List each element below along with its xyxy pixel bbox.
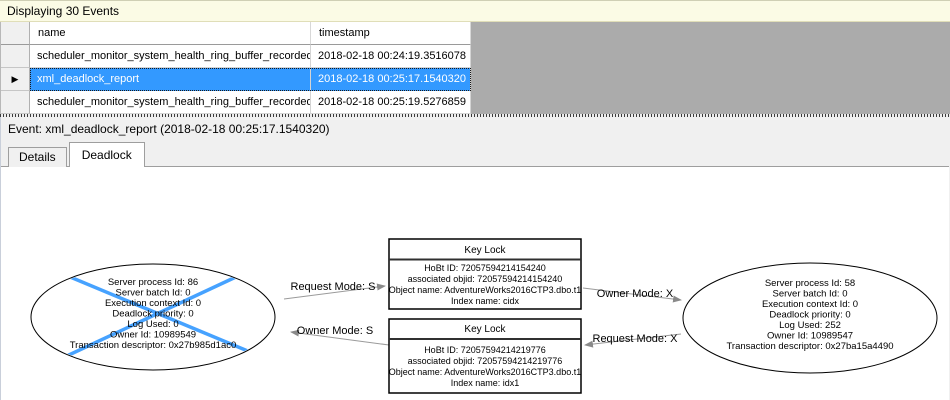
- row-selector-header: [1, 22, 30, 45]
- events-grid: name timestamp scheduler_monitor_system_…: [0, 22, 950, 114]
- events-count-bar: Displaying 30 Events: [0, 0, 950, 22]
- column-header-name[interactable]: name: [30, 22, 311, 45]
- panel-splitter[interactable]: [0, 114, 950, 117]
- edge-label-owner-x: Owner Mode: X: [597, 288, 674, 300]
- cell-timestamp: 2018-02-18 00:25:19.5276859: [311, 91, 471, 114]
- process-line: Execution context Id: 0: [105, 298, 201, 309]
- process-line: Transaction descriptor: 0x27b985d1ac0: [70, 340, 237, 351]
- cell-name: scheduler_monitor_system_health_ring_buf…: [30, 91, 311, 114]
- edge-label-owner-s: Owner Mode: S: [297, 325, 373, 337]
- resource-line: Object name: AdventureWorks2016CTP3.dbo.…: [389, 285, 581, 295]
- resource-line: Index name: cidx: [451, 296, 520, 306]
- column-header-timestamp[interactable]: timestamp: [311, 22, 471, 45]
- process-node-victim[interactable]: Server process Id: 86 Server batch Id: 0…: [30, 263, 276, 371]
- row-selector-cell[interactable]: [1, 45, 30, 68]
- resource-title: Key Lock: [464, 245, 506, 256]
- process-line: Server process Id: 86: [108, 277, 198, 288]
- resource-line: Object name: AdventureWorks2016CTP3.dbo.…: [389, 367, 581, 377]
- resource-line: HoBt ID: 72057594214219776: [424, 345, 546, 355]
- process-line: Execution context Id: 0: [762, 299, 858, 310]
- cell-name: xml_deadlock_report: [30, 68, 311, 91]
- edge-request-x: Request Mode: X: [584, 333, 682, 348]
- selected-event-label: Event: xml_deadlock_report (2018-02-18 0…: [8, 122, 330, 136]
- process-line: Server batch Id: 0: [116, 288, 191, 299]
- process-line: Log Used: 0: [127, 319, 178, 330]
- resource-line: associated objid: 72057594214219776: [408, 356, 563, 366]
- process-line: Server process Id: 58: [765, 278, 855, 289]
- resource-node-keylock-bottom[interactable]: Key Lock HoBt ID: 72057594214219776 asso…: [388, 318, 582, 394]
- resource-line: associated objid: 72057594214154240: [408, 274, 563, 284]
- process-line: Server batch Id: 0: [773, 289, 848, 300]
- cell-timestamp: 2018-02-18 00:25:17.1540320: [311, 68, 471, 91]
- current-row-marker-icon: ▶: [11, 74, 19, 84]
- process-node[interactable]: Server process Id: 58 Server batch Id: 0…: [682, 262, 938, 374]
- edge-owner-x: Owner Mode: X: [582, 287, 682, 303]
- edge-request-s: Request Mode: S: [283, 281, 386, 300]
- resource-line: Index name: idx1: [451, 378, 520, 388]
- deadlock-graph-panel: Request Mode: S Owner Mode: S Owner Mode…: [1, 166, 949, 400]
- table-row[interactable]: scheduler_monitor_system_health_ring_buf…: [1, 45, 471, 68]
- table-row[interactable]: scheduler_monitor_system_health_ring_buf…: [1, 91, 471, 114]
- edge-label-request-s: Request Mode: S: [291, 281, 376, 293]
- row-selector-cell[interactable]: ▶: [1, 68, 30, 91]
- grid-header-row: name timestamp: [1, 22, 471, 45]
- table-row-selected[interactable]: ▶ xml_deadlock_report 2018-02-18 00:25:1…: [1, 68, 471, 91]
- resource-node-keylock-top[interactable]: Key Lock HoBt ID: 72057594214154240 asso…: [388, 238, 582, 310]
- row-selector-cell[interactable]: [1, 91, 30, 114]
- resource-line: HoBt ID: 72057594214154240: [424, 263, 546, 273]
- events-count-label: Displaying 30 Events: [7, 4, 120, 18]
- process-line: Owner Id: 10989547: [767, 331, 853, 342]
- edge-owner-s: Owner Mode: S: [290, 325, 390, 346]
- process-line: Deadlock priority: 0: [112, 309, 193, 320]
- deadlock-graph: Request Mode: S Owner Mode: S Owner Mode…: [30, 238, 938, 394]
- process-line: Deadlock priority: 0: [769, 310, 850, 321]
- edge-label-request-x: Request Mode: X: [593, 333, 679, 345]
- process-line: Transaction descriptor: 0x27ba15a4490: [726, 341, 893, 352]
- cell-timestamp: 2018-02-18 00:24:19.3516078: [311, 45, 471, 68]
- tab-details[interactable]: Details: [8, 147, 67, 167]
- cell-name: scheduler_monitor_system_health_ring_buf…: [30, 45, 311, 68]
- process-line: Log Used: 252: [779, 320, 841, 331]
- resource-title: Key Lock: [464, 324, 506, 335]
- process-line: Owner Id: 10989549: [110, 330, 196, 341]
- tab-deadlock[interactable]: Deadlock: [68, 142, 145, 167]
- detail-tabstrip: Details Deadlock: [8, 141, 145, 167]
- victim-x-icon: [50, 267, 268, 363]
